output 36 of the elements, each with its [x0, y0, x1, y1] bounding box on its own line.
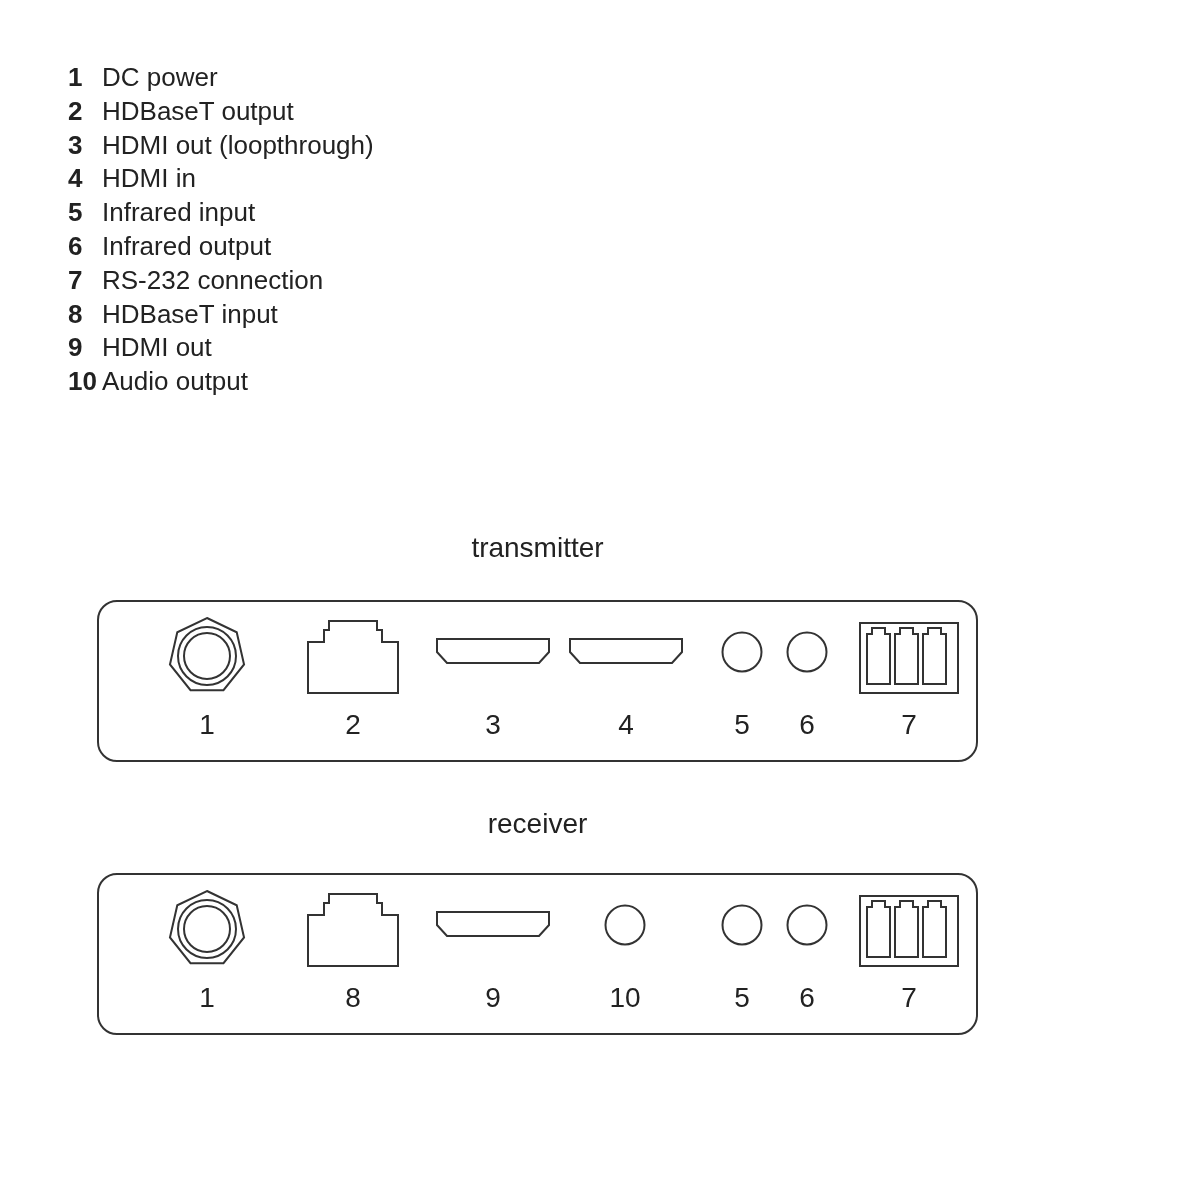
callout-number: 10 — [68, 365, 97, 399]
port-number: 2 — [344, 709, 362, 741]
port-description: Infrared input — [102, 196, 256, 230]
callout-number: 8 — [68, 297, 83, 331]
port-description: HDMI in — [102, 162, 196, 196]
port-number: 1 — [198, 982, 216, 1014]
port-number: 4 — [617, 709, 635, 741]
callout-number: 3 — [68, 128, 83, 162]
port-description: DC power — [102, 61, 218, 94]
callout-number: 6 — [68, 230, 83, 263]
panel-title: transmitter — [470, 532, 605, 564]
callout-number: 5 — [68, 196, 83, 230]
port-number: 7 — [900, 982, 918, 1014]
callout-number: 9 — [68, 331, 83, 365]
port-number: 9 — [484, 982, 502, 1014]
port-description: Audio output — [102, 365, 248, 399]
callout-number: 2 — [68, 94, 83, 128]
port-description: HDBaseT input — [102, 297, 278, 331]
callout-number: 7 — [68, 263, 83, 297]
port-description: HDBaseT output — [102, 94, 294, 128]
port-description: RS-232 connection — [102, 263, 324, 297]
port-number: 8 — [344, 982, 362, 1014]
port-description: HDMI out — [102, 331, 212, 365]
port-number: 6 — [798, 709, 816, 741]
port-description: Infrared output — [102, 230, 272, 263]
callout-number: 4 — [68, 162, 83, 196]
panel-title: receiver — [486, 808, 589, 840]
port-number: 3 — [484, 709, 502, 741]
port-description: HDMI out (loopthrough) — [102, 128, 374, 162]
port-number: 6 — [798, 982, 816, 1014]
port-number: 10 — [608, 982, 642, 1014]
port-number: 5 — [733, 709, 751, 741]
port-number: 7 — [900, 709, 918, 741]
port-number: 5 — [733, 982, 751, 1014]
port-number: 1 — [198, 709, 216, 741]
callout-number: 1 — [68, 61, 83, 94]
